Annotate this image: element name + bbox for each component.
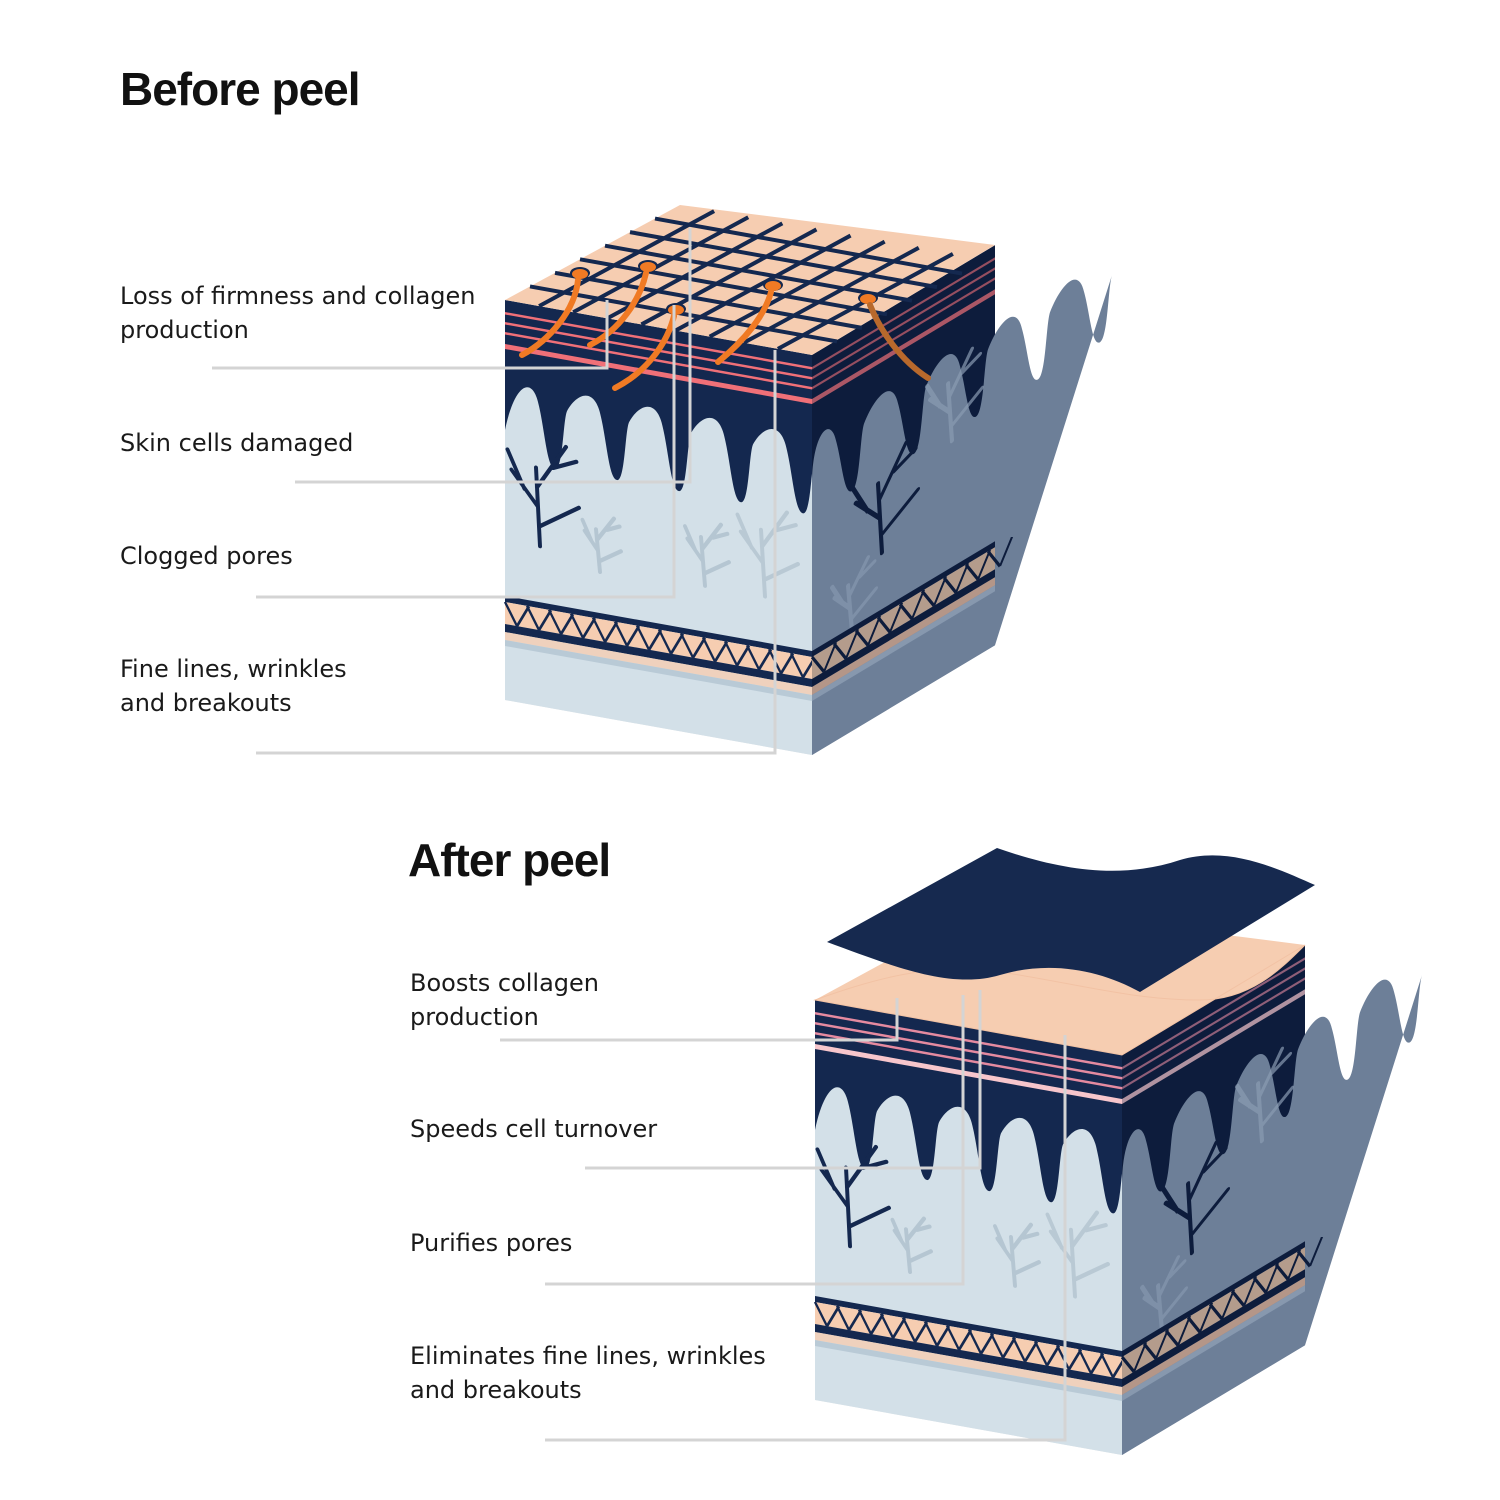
leader-line <box>256 350 777 755</box>
before-peel-skin-cube <box>503 175 1112 755</box>
blood-vessel <box>993 1222 1041 1288</box>
leader-lines <box>212 228 1067 1442</box>
label-boosts-collagen: Boosts collagen production <box>410 969 600 1031</box>
label-purifies-pores: Purifies pores <box>410 1229 573 1257</box>
clogged-pore-icon <box>858 292 931 381</box>
leader-line <box>295 228 692 484</box>
leader-line <box>545 1035 1067 1442</box>
blood-vessel <box>505 444 581 549</box>
blood-vessel <box>1235 1046 1294 1144</box>
leader-line <box>545 995 965 1286</box>
after-peel-title: After peel <box>408 834 611 886</box>
blood-vessel <box>1140 1255 1188 1334</box>
blood-vessel <box>1160 1140 1230 1256</box>
blood-vessel <box>580 516 623 575</box>
label-eliminates-fine-lines: Eliminates fine lines, wrinkles and brea… <box>410 1342 766 1404</box>
front-face <box>813 1000 1187 1455</box>
leader-line <box>585 990 982 1170</box>
blood-vessel <box>830 555 878 634</box>
clogged-pore-icon <box>587 260 658 348</box>
side-face <box>810 245 1112 755</box>
front-face <box>503 300 877 755</box>
before-peel-title: Before peel <box>120 63 361 115</box>
leader-line <box>500 998 899 1042</box>
leader-line <box>256 305 676 599</box>
label-skin-cells-damaged: Skin cells damaged <box>120 429 354 457</box>
label-fine-lines: Fine lines, wrinkles and breakouts <box>120 655 347 717</box>
blood-vessel <box>683 522 731 588</box>
clogged-pore-icon <box>612 303 686 391</box>
label-loss-of-firmness: Loss of firmness and collagen production <box>120 282 476 344</box>
blood-vessel <box>925 346 984 444</box>
blood-vessel <box>850 440 920 556</box>
blood-vessel <box>1045 1210 1110 1299</box>
peeled-skin-layer <box>827 848 1315 992</box>
clogged-pore-icon <box>715 279 783 365</box>
leader-line <box>212 300 609 370</box>
label-speeds-cell-turnover: Speeds cell turnover <box>410 1115 658 1143</box>
label-clogged-pores: Clogged pores <box>120 542 293 570</box>
side-face <box>1120 945 1422 1455</box>
clogged-pore-icon <box>519 267 590 358</box>
blood-vessel <box>890 1216 933 1275</box>
